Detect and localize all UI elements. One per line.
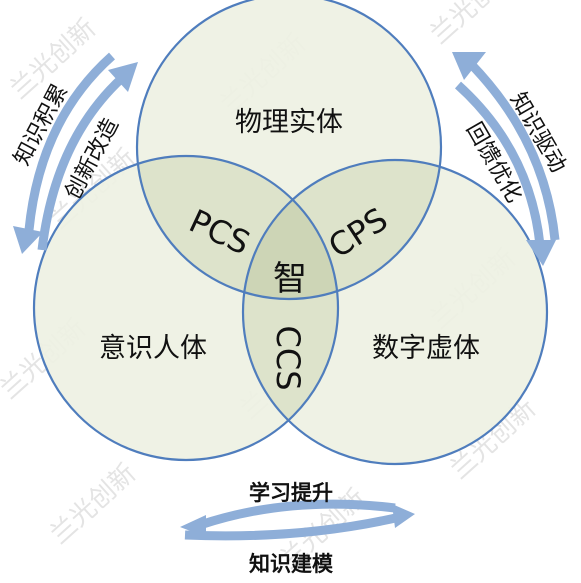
ccs-label: CCS [269,326,307,391]
right-outer-arrowhead [452,52,486,80]
left-outer-arrowhead [13,226,43,254]
conscious-label: 意识人体 [99,333,207,364]
circle-outlines [32,0,549,466]
watermark-text: 兰光创新 [425,0,522,50]
right-outer-arrow [466,59,560,241]
bottom-bottom-arrow [184,512,402,541]
left-inner-arrowhead [108,62,138,92]
right-inner-arrowhead [526,240,556,266]
watermark-text: 兰光创新 [45,458,142,550]
left-outer-arrow [24,52,115,231]
bottom-bottom-label: 知识建模 [249,552,334,576]
left-inner-arrow [37,74,126,251]
bottom-top-arrow [198,499,396,530]
digital-outline [241,158,549,466]
bottom-top-label: 学习提升 [249,481,333,505]
conscious-outline [32,154,340,462]
digital-label: 数字虚体 [372,333,480,364]
right-arrows [452,52,560,266]
pcs-overlap [137,156,338,299]
bottom-arrows [180,499,415,541]
left-arrows [13,52,138,254]
center-label: 智 [273,259,307,299]
bottom-bottom-arrowhead [392,504,415,528]
physical-outline [135,0,443,301]
right-inner-arrow [454,81,545,246]
physical-label: 物理实体 [235,107,343,138]
